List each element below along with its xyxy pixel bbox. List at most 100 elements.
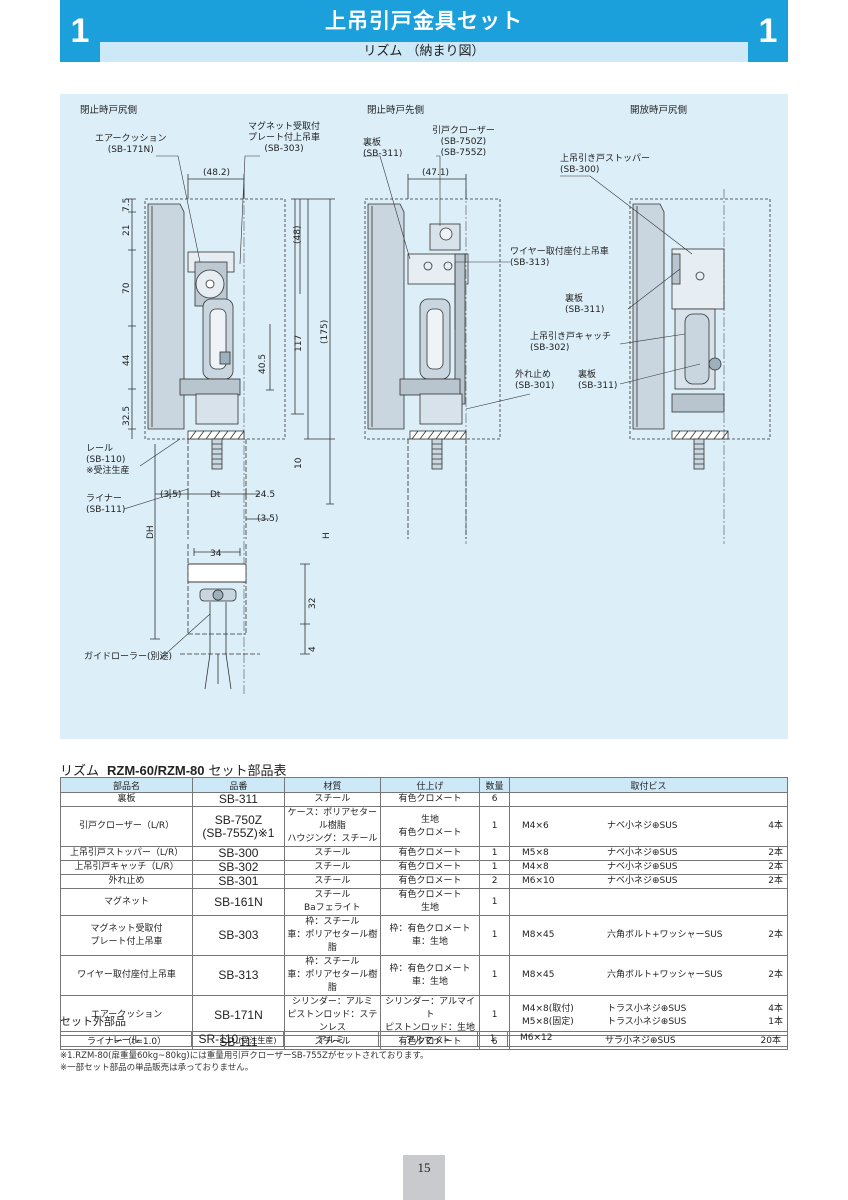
label-rail: レール (SB-110) ※受注生産 bbox=[86, 444, 130, 476]
parts-table: 部品名 品番 材質 仕上げ 数量 取付ビス 裏板 SB-311 スチール 有色ク… bbox=[59, 777, 789, 1050]
view-title-closed-front: 閉止時戸先側 bbox=[367, 105, 425, 116]
table-row: マグネット受取付プレート付上吊車 SB-303 枠：スチール車：ポリアセタール樹… bbox=[59, 915, 789, 956]
cell-name: マグネット bbox=[59, 888, 194, 916]
cell-finish: 有色クロメート bbox=[379, 874, 481, 889]
cell-material: スチール bbox=[283, 874, 381, 889]
cell-qty: 1 bbox=[479, 995, 510, 1036]
cell-name: 上吊引戸ストッパー（L/R） bbox=[59, 846, 194, 861]
dim-4: 4 bbox=[308, 646, 318, 652]
cell-material: 枠：スチール車：ポリアセタール樹脂 bbox=[283, 915, 381, 956]
dim-117: 117 bbox=[294, 334, 304, 352]
col-header-name: 部品名 bbox=[59, 777, 194, 793]
cell-qty: 2 bbox=[479, 874, 510, 889]
dim-40-5: 40.5 bbox=[258, 353, 268, 374]
page-title: 上吊引戸金具セット bbox=[325, 9, 523, 33]
parts-table-header: 部品名 品番 材質 仕上げ 数量 取付ビス bbox=[59, 777, 789, 793]
header-bar bbox=[60, 0, 788, 42]
label-back-plate-1: 裏板 (SB-311) bbox=[363, 138, 403, 159]
cell-code: SB-161N bbox=[192, 888, 285, 916]
dim-48: (48) bbox=[293, 225, 303, 244]
cell-code: SB-301 bbox=[192, 874, 285, 889]
cell-screw bbox=[508, 888, 789, 916]
cell-qty: 1 bbox=[479, 915, 510, 956]
cell-code: SB-311 bbox=[192, 792, 285, 807]
col-header-finish: 仕上げ bbox=[379, 777, 481, 793]
dim-32: 32 bbox=[308, 597, 318, 609]
cell-qty: 1 bbox=[479, 846, 510, 861]
cell-code: SB-171N bbox=[192, 995, 285, 1036]
view-title-open-rear: 開放時戸尻側 bbox=[630, 105, 688, 116]
leader-lines bbox=[123, 155, 701, 660]
label-back-plate-3: 裏板 (SB-311) bbox=[578, 370, 618, 391]
label-wire-roller: ワイヤー取付座付上吊車 (SB-313) bbox=[510, 247, 609, 268]
note-1: ※1.RZM-80(扉重量60kg~80kg)には重量用引戸クローザーSB-75… bbox=[60, 1051, 429, 1061]
label-back-plate-2: 裏板 (SB-311) bbox=[565, 294, 605, 315]
dim-h: H bbox=[322, 532, 332, 539]
page-header: 上吊引戸金具セット リズム （納まり図） bbox=[60, 0, 788, 62]
label-air-cushion: エアークッション (SB-171N) bbox=[95, 134, 167, 155]
outside-parts-title: セット外部品 bbox=[60, 1015, 126, 1028]
col-header-qty: 数量 bbox=[479, 777, 510, 793]
dim-47-1: (47.1) bbox=[422, 168, 450, 178]
table-row: 引戸クローザー（L/R） SB-750Z(SB-755Z)※1 ケース：ポリアセ… bbox=[59, 806, 789, 847]
cell-material: アルミ bbox=[282, 1031, 380, 1047]
cell-finish: 有色クロメート bbox=[379, 860, 481, 875]
cell-qty: 1 bbox=[477, 1031, 508, 1047]
cell-code: SB-302 bbox=[192, 860, 285, 875]
dim-34: 34 bbox=[210, 549, 222, 559]
cell-code: SR-110(受注生産) bbox=[191, 1031, 284, 1047]
dim-10: 10 bbox=[294, 457, 304, 469]
dim-21: 21 bbox=[122, 224, 132, 236]
view-title-closed-rear: 閉止時戸尻側 bbox=[80, 105, 138, 116]
dim-44: 44 bbox=[122, 354, 132, 366]
cell-name: ワイヤー取付座付上吊車 bbox=[59, 955, 194, 996]
cell-material: スチール bbox=[283, 846, 381, 861]
dim-32-5: 32.5 bbox=[122, 405, 132, 426]
dim-48-2: (48.2) bbox=[203, 168, 231, 178]
cell-name: マグネット受取付プレート付上吊車 bbox=[59, 915, 194, 956]
cell-qty: 1 bbox=[479, 806, 510, 847]
cell-name: 裏板 bbox=[59, 792, 194, 807]
dim-dt: Dt bbox=[210, 490, 221, 500]
view-closed-rear bbox=[128, 174, 335, 694]
label-door-closer: 引戸クローザー (SB-750Z) (SB-755Z) bbox=[432, 126, 495, 158]
col-header-screw: 取付ビス bbox=[508, 777, 789, 793]
label-stop: 外れ止め (SB-301) bbox=[515, 370, 555, 391]
cell-finish: アルマイト bbox=[378, 1031, 479, 1047]
dim-24-5: 24.5 bbox=[255, 490, 276, 500]
cell-finish: 枠：有色クロメート車：生地 bbox=[379, 955, 481, 996]
header-subbar bbox=[60, 42, 788, 62]
drawing-panel: 閉止時戸尻側 閉止時戸先側 開放時戸尻側 エアークッション (SB-171N) … bbox=[60, 94, 788, 739]
cell-finish: 有色クロメート bbox=[379, 846, 481, 861]
table-row: 裏板 SB-311 スチール 有色クロメート 6 bbox=[59, 792, 789, 807]
dim-dh: DH bbox=[146, 525, 156, 539]
col-header-material: 材質 bbox=[283, 777, 381, 793]
cell-finish: 枠：有色クロメート車：生地 bbox=[379, 915, 481, 956]
cell-material: シリンダー：アルミピストンロッド：ステンレス bbox=[283, 995, 381, 1036]
cell-material: スチール bbox=[283, 860, 381, 875]
cell-name: レール bbox=[59, 1031, 193, 1047]
col-header-code: 品番 bbox=[192, 777, 285, 793]
page-number: 15 bbox=[403, 1155, 445, 1200]
dim-70: 70 bbox=[122, 282, 132, 294]
dim-175: (175) bbox=[320, 319, 330, 344]
note-2: ※一部セット部品の単品販売は承っておりません。 bbox=[60, 1063, 254, 1073]
cell-qty: 6 bbox=[479, 792, 510, 807]
dim-3-5-a: (3.5) bbox=[160, 490, 182, 500]
cell-name: エアークッション bbox=[59, 995, 194, 1036]
cell-qty: 1 bbox=[479, 955, 510, 996]
dim-3-5-b: (3.5) bbox=[257, 514, 279, 524]
cell-name: 外れ止め bbox=[59, 874, 194, 889]
